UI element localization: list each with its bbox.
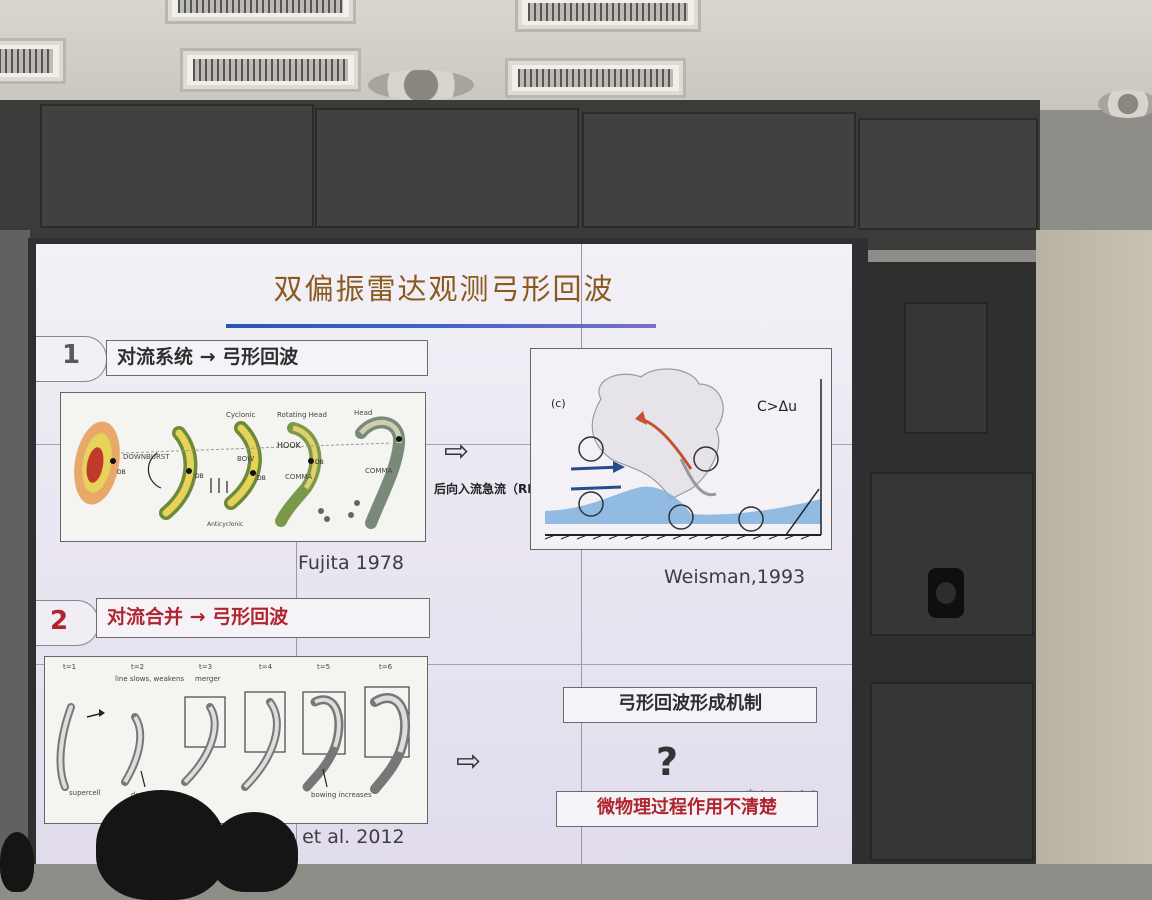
weisman-caption: Weisman,1993 [664,566,806,588]
back-wall [0,100,1040,250]
fujita-figure: DOWNBURST Cyclonic Rotating Head Head HO… [60,392,426,542]
audience-head [210,812,298,892]
rij-label: 后向入流急流（RIJ） [434,482,549,496]
merger-figure: t=1 t=2 t=3 t=4 t=5 t=6 line slows, weak… [44,656,428,824]
panel-label: (c) [551,397,566,410]
section-number: 2 [50,606,69,636]
dark-pillar [860,262,1036,864]
ceiling-vent [515,0,701,32]
cell-merger-diagram [56,686,411,794]
merger-caption: h et al. 2012 [284,826,405,848]
ceiling-vent [180,48,361,92]
ceiling-vent [0,38,66,84]
ceiling-speaker [1098,90,1152,118]
audience-head [0,832,34,892]
conclusion-box: 微物理过程作用不清楚 [556,791,818,827]
question-mark: ? [656,740,679,784]
ceiling-speaker [368,70,474,100]
title-underline [226,324,656,328]
left-edge [0,230,30,864]
section-heading: 对流合并 → 弓形回波 [96,598,430,638]
section-number: 1 [62,340,81,370]
mechanism-heading: 弓形回波形成机制 [563,687,817,723]
ceiling [0,0,1152,118]
weisman-figure: (c) C>Δu [530,348,832,550]
rij-cross-section-diagram [544,368,822,540]
hollow-arrow-icon: ⇨ [444,434,470,469]
ceiling-vent [165,0,356,24]
bow-echo-evolution-diagram [74,416,406,529]
security-camera [928,568,964,618]
hollow-arrow-icon: ⇨ [456,744,482,779]
slide-title: 双偏振雷达观测弓形回波 [273,272,615,306]
section-heading: 对流系统 → 弓形回波 [106,340,428,376]
right-wall [1036,230,1152,864]
fujita-caption: Fujita 1978 [298,552,404,574]
formula-label: C>Δu [757,399,797,415]
audience-head [96,790,226,900]
ceiling-vent [505,58,686,98]
projected-slide: 双偏振雷达观测弓形回波 1 对流系统 → 弓形回波 DOWNBURST [36,244,852,864]
